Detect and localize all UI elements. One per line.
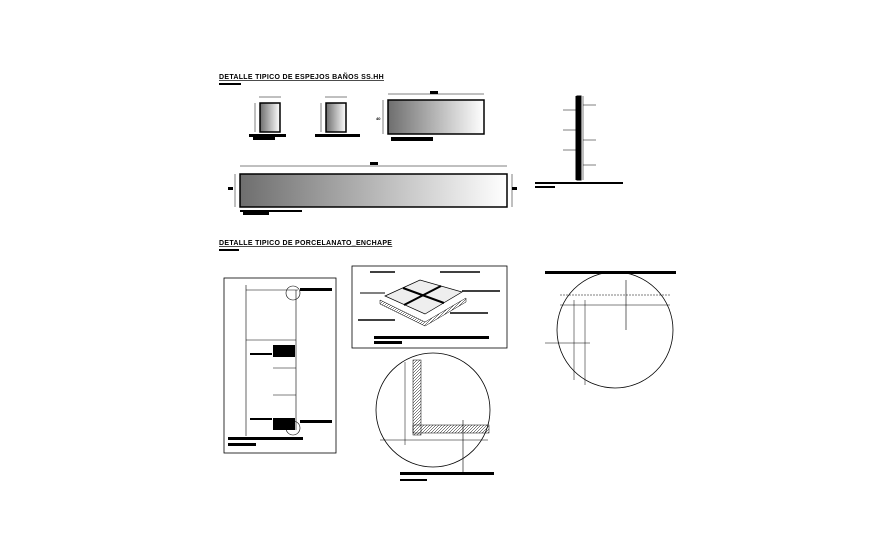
dimension-label: 40: [376, 116, 381, 121]
mirror-small-1: [249, 96, 286, 140]
title-underbar: [219, 83, 241, 85]
mirror-long: [228, 162, 517, 215]
mirrors-title: DETALLE TIPICO DE ESPEJOS BAÑOS SS.HH: [219, 72, 384, 81]
mirror-medium: 40: [376, 91, 485, 141]
isometric-tile-detail: [351, 265, 508, 349]
mirror-wall-section: [535, 95, 623, 188]
corner-circle-detail: [375, 352, 494, 481]
title-underbar: [219, 249, 239, 251]
porcelain-title: DETALLE TIPICO DE PORCELANATO_ENCHAPE: [219, 240, 392, 247]
wall-elevation-detail: [223, 277, 337, 454]
ceiling-circle-detail: [545, 271, 676, 389]
mirror-small-2: [315, 96, 360, 137]
